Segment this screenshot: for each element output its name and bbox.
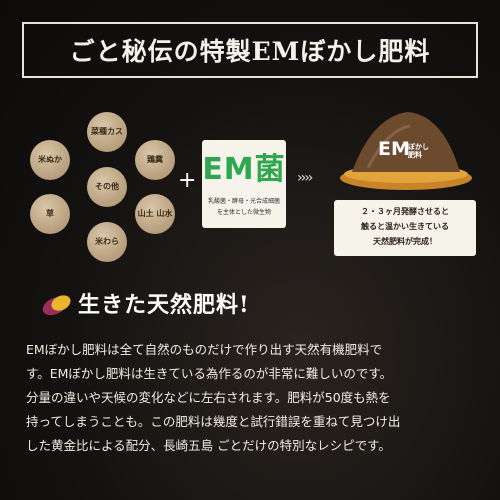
ingredient-circle: 米ぬか xyxy=(30,140,70,180)
body-line: した黄金比による配分、長崎五島 ごとだけの特別なレシピです。 xyxy=(26,438,391,453)
ingredient-circle: 菜種カス xyxy=(87,112,127,152)
result-text-line: 触ると温かい生きている xyxy=(361,222,449,231)
body-line: 持ってしまうことも。この肥料は幾度と試行錯誤を重ねて見つけ出 xyxy=(26,414,401,429)
mound-label-small-line: ぼかし xyxy=(408,143,429,151)
result-box: ２・３ヶ月発酵させると 触ると温かい生きている 天然肥料が完成！ xyxy=(334,200,476,256)
em-title: EM菌 xyxy=(202,152,286,187)
em-subtitle: 乳酸菌・酵母・光合成細菌 を主体とした微生物 xyxy=(204,196,284,218)
section-heading: 生きた天然肥料! xyxy=(78,292,250,318)
ingredient-circle: その他 xyxy=(87,167,127,207)
fertilizer-mound-icon xyxy=(340,112,472,190)
body-text: EMぼかし肥料は全て自然のものだけで作り出す天然有機肥料で す。EMぼかし肥料は… xyxy=(26,338,488,458)
mound-label: EM xyxy=(378,138,410,160)
page-title: ごと秘伝の特製EMぼかし肥料 xyxy=(69,37,431,66)
ingredient-circle: 草 xyxy=(30,194,70,234)
arrow-chevrons-icon: ›››› xyxy=(297,170,313,186)
em-subtitle-line: 乳酸菌・酵母・光合成細菌 xyxy=(207,198,280,205)
em-subtitle-line: を主体とした微生物 xyxy=(216,209,271,216)
mound-label-small: ぼかし 肥料 xyxy=(408,143,429,159)
em-bacteria-box: EM菌 乳酸菌・酵母・光合成細菌 を主体とした微生物 xyxy=(202,140,286,228)
ingredient-circle: 鶏糞 xyxy=(135,140,175,180)
mound-label-small-line: 肥料 xyxy=(408,151,422,159)
body-line: 分量の違いや天候の変化などに左右されます。肥料が50度も熱を xyxy=(26,390,391,405)
result-text-line: ２・３ヶ月発酵させると xyxy=(361,207,449,216)
ingredient-circles: 菜種カス 米ぬか 鶏糞 その他 草 山土 山水 米わら xyxy=(30,112,185,262)
result-text-line: 天然肥料が完成！ xyxy=(373,237,437,246)
title-box: ごと秘伝の特製EMぼかし肥料 xyxy=(22,22,478,78)
body-line: す。EMぼかし肥料は生きている為作るのが非常に難しいのです。 xyxy=(26,366,393,381)
plus-symbol: + xyxy=(178,168,197,193)
sweet-potato-icon xyxy=(42,295,71,316)
ingredient-circle: 山土 山水 xyxy=(135,194,175,234)
body-line: EMぼかし肥料は全て自然のものだけで作り出す天然有機肥料で xyxy=(26,342,383,357)
ingredient-circle: 米わら xyxy=(87,222,127,262)
